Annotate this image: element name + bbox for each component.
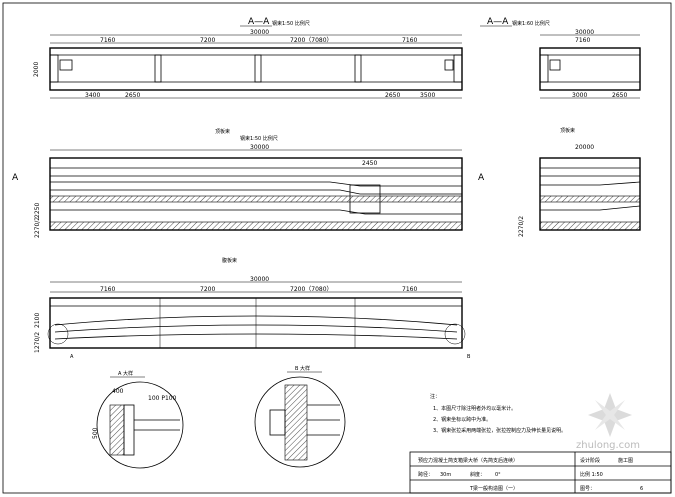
detail-a-callout bbox=[47, 323, 69, 345]
section-aa-side-title: A—A bbox=[487, 17, 509, 27]
dim-bot-7160: 7160 bbox=[100, 286, 115, 293]
dim-side-3000: 3000 bbox=[572, 92, 587, 99]
tb-span-label: 跨径： bbox=[418, 471, 433, 478]
detail-a-title: A 大样 bbox=[118, 370, 133, 377]
dim-span-7160-a: 7160 bbox=[100, 37, 115, 44]
side-top-label: 顶板束 bbox=[560, 127, 575, 134]
dim-bot-30000: 30000 bbox=[250, 276, 269, 283]
section-aa-title: A—A bbox=[248, 17, 270, 27]
detail-b-title: B 大样 bbox=[295, 365, 310, 372]
detail-b-callout bbox=[444, 323, 466, 345]
detail-a-circle bbox=[96, 381, 184, 469]
dim-2100: 2100 bbox=[34, 313, 41, 328]
title-block: 预应力混凝土简支箱梁大桥（先简支后连续） 跨径： 30m 斜度： 0° T梁一般… bbox=[409, 451, 672, 494]
dim-detail-400: 400 bbox=[112, 388, 124, 395]
dim-detail-100: 100 P100 bbox=[148, 395, 177, 402]
dim-detail-500: 500 bbox=[92, 427, 99, 439]
dim-side-2650: 2650 bbox=[612, 92, 627, 99]
dim-total-30000: 30000 bbox=[250, 29, 269, 36]
side-plan-outline bbox=[539, 157, 641, 231]
tb-project: 预应力混凝土简支箱梁大桥（先简支后连续） bbox=[418, 457, 518, 464]
dim-bot-7200-7080: 7200（7080） bbox=[290, 286, 333, 293]
detail-b-circle bbox=[254, 376, 346, 468]
tb-ratio: 比例 1:50 bbox=[580, 471, 603, 478]
section-aa-scale: 钢束1:50 比例尺 bbox=[272, 20, 310, 27]
section-aa-side: A—A 钢束1:60 比例尺 30000 7160 3000 2650 bbox=[480, 17, 641, 99]
tb-design-value: 施工图 bbox=[618, 457, 633, 464]
view-web-tendons: 腹板束 30000 7160 7200 7200（7080） 7160 A B … bbox=[34, 257, 471, 360]
view-side-top-tendons: 顶板束 20000 2270/2 bbox=[518, 127, 641, 237]
cut-marker-a-right: A bbox=[478, 173, 485, 183]
dim-side-2270: 2270/2 bbox=[518, 216, 525, 237]
watermark-text: zhulong.com bbox=[576, 440, 640, 451]
dim-span-7200-a: 7200 bbox=[200, 37, 215, 44]
dim-2650-b: 2650 bbox=[385, 92, 400, 99]
tb-sheet-value: 6 bbox=[640, 486, 643, 492]
top-plan-label: 顶板束 bbox=[215, 128, 230, 135]
note-3: 3、钢束张拉采用两端张拉，张拉控制应力及伸长量见说明。 bbox=[433, 427, 566, 434]
tb-skew-label: 斜度： bbox=[470, 471, 485, 478]
bottom-label: 腹板束 bbox=[222, 257, 237, 264]
side-beam-outline bbox=[539, 47, 641, 91]
beam-aa-outline bbox=[49, 47, 463, 91]
callout-a-label: A bbox=[70, 354, 74, 360]
detail-b: B 大样 bbox=[254, 365, 346, 468]
detail-a: A 大样 400 100 P100 500 bbox=[92, 370, 184, 469]
dim-side-7160: 7160 bbox=[575, 37, 590, 44]
tb-design-label: 设计阶段 bbox=[580, 457, 600, 464]
section-aa-main: A—A 钢束1:50 比例尺 30000 7160 7200 7200（7080… bbox=[33, 17, 463, 99]
dim-plan-2270: 2270/2 bbox=[34, 217, 41, 238]
callout-b-label: B bbox=[467, 354, 471, 360]
dim-span-7160-b: 7160 bbox=[402, 37, 417, 44]
dim-bot-7200: 7200 bbox=[200, 286, 215, 293]
section-aa-side-scale: 钢束1:60 比例尺 bbox=[512, 20, 550, 27]
notes-heading: 注： bbox=[430, 393, 440, 400]
tb-sheet-label: 图号： bbox=[580, 486, 595, 492]
dim-plan-2250: 2250 bbox=[34, 203, 41, 218]
tb-span-value: 30m bbox=[440, 472, 451, 478]
top-plan-sub: 钢束1:50 比例尺 bbox=[240, 135, 278, 142]
dim-bot-7160-b: 7160 bbox=[402, 286, 417, 293]
dim-span-7200-7080: 7200（7080） bbox=[290, 37, 333, 44]
tb-skew-value: 0° bbox=[495, 472, 501, 478]
dim-2650-a: 2650 bbox=[125, 92, 140, 99]
notes-block: 注： 1、本图尺寸除注明者外均以毫米计。 2、钢束坐标以跨中为准。 3、钢束张拉… bbox=[430, 393, 566, 434]
note-1: 1、本图尺寸除注明者外均以毫米计。 bbox=[433, 405, 516, 412]
dim-side-30000: 30000 bbox=[575, 29, 594, 36]
dim-plan-30000: 30000 bbox=[250, 144, 269, 151]
dim-3500: 3500 bbox=[420, 92, 435, 99]
view-top-tendons: 顶板束 钢束1:50 比例尺 30000 A A 2450 2250 2270/… bbox=[12, 128, 485, 238]
dim-side-20000: 20000 bbox=[575, 144, 594, 151]
note-2: 2、钢束坐标以跨中为准。 bbox=[433, 416, 491, 423]
dim-plan-2450: 2450 bbox=[362, 160, 377, 167]
tb-drawing-name: T梁一般构造图（一） bbox=[469, 485, 518, 492]
dim-1270: 1270/2 bbox=[34, 332, 41, 353]
dim-2000: 2000 bbox=[33, 62, 40, 77]
dim-3400: 3400 bbox=[85, 92, 100, 99]
cut-marker-a-left: A bbox=[12, 173, 19, 183]
watermark: zhulong.com bbox=[576, 393, 640, 451]
